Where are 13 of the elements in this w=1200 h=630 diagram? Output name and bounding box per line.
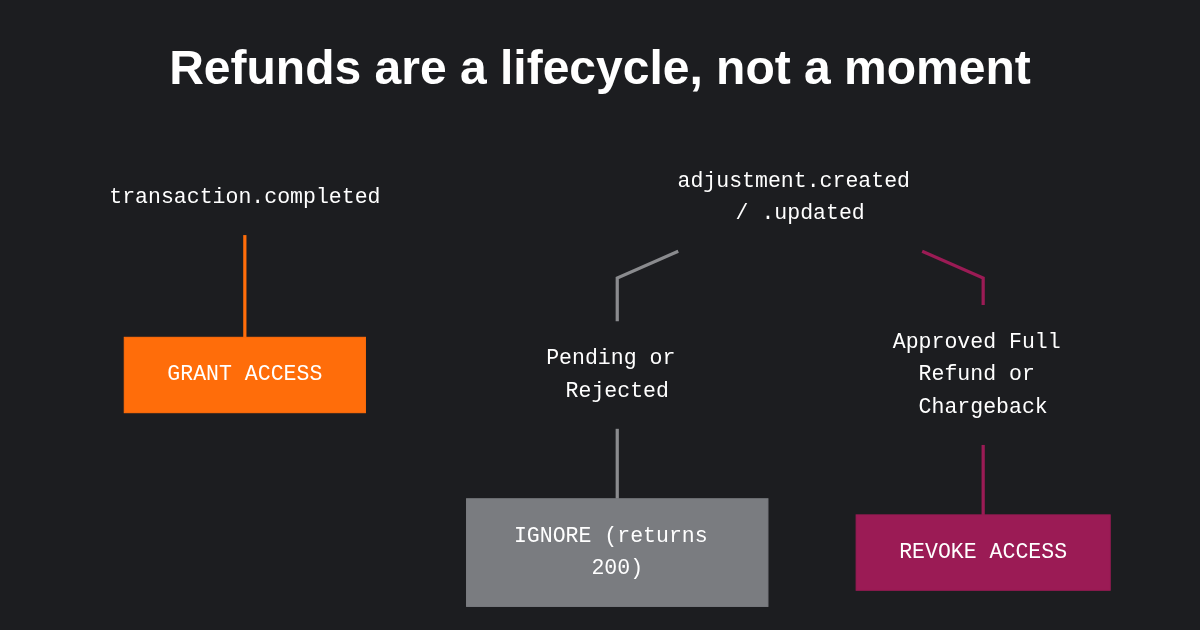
connector: [615, 428, 619, 499]
node-text: adjustment.created / .updated: [677, 168, 911, 226]
node-box: REVOKE ACCESS: [855, 514, 1111, 591]
connector: [921, 249, 985, 306]
node-text: transaction.completed: [109, 184, 381, 210]
connector: [615, 249, 679, 322]
connector: [243, 235, 247, 338]
connector: [981, 444, 985, 515]
node-box: IGNORE (returns 200): [466, 498, 769, 607]
title: Refunds are a lifecycle, not a moment: [168, 40, 1032, 95]
node-text: Pending or Rejected: [546, 345, 676, 403]
node-box: GRANT ACCESS: [123, 336, 366, 414]
node-text: Approved Full Refund or Chargeback: [892, 329, 1061, 420]
